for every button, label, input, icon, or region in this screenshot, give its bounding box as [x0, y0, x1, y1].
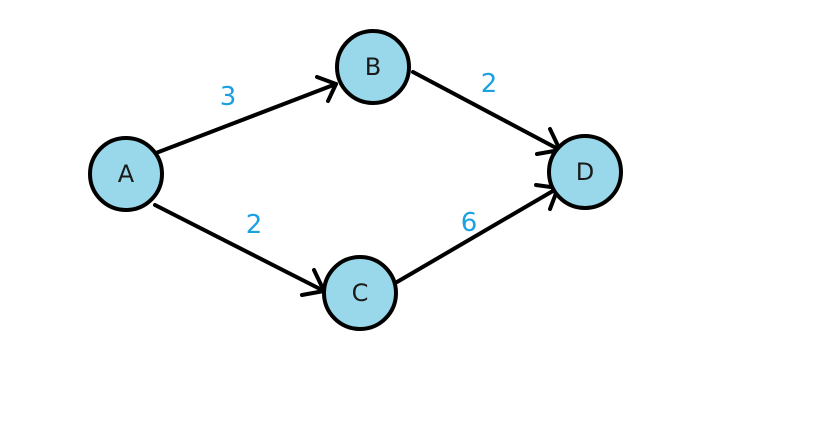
- node-c-circle: [322, 255, 398, 331]
- edge-c-d-line: [395, 186, 560, 284]
- node-b-label: B: [365, 53, 381, 81]
- node-b-circle: [335, 29, 411, 105]
- node-b: B: [335, 29, 411, 105]
- edge-a-b-weight: 3: [220, 82, 237, 112]
- edge-a-c-line: [153, 203, 326, 293]
- node-a-label: A: [118, 160, 135, 188]
- edge-a-b-line: [154, 82, 338, 155]
- edge-a-b: 3: [154, 75, 338, 155]
- node-c-label: C: [352, 279, 369, 307]
- node-layer: A B C D: [88, 29, 623, 331]
- edge-b-d: 2: [411, 69, 562, 156]
- edge-a-c-weight: 2: [246, 210, 263, 240]
- node-d: D: [547, 134, 623, 210]
- edge-a-c: 2: [153, 203, 326, 297]
- edge-b-d-line: [411, 70, 562, 152]
- node-a: A: [88, 136, 164, 212]
- edge-c-d: 6: [395, 183, 560, 284]
- edge-b-d-weight: 2: [481, 69, 498, 99]
- edge-a-b-arrowhead: [315, 75, 338, 103]
- node-d-label: D: [576, 158, 594, 186]
- node-c: C: [322, 255, 398, 331]
- node-a-circle: [88, 136, 164, 212]
- edge-c-d-weight: 6: [461, 208, 478, 238]
- node-d-circle: [547, 134, 623, 210]
